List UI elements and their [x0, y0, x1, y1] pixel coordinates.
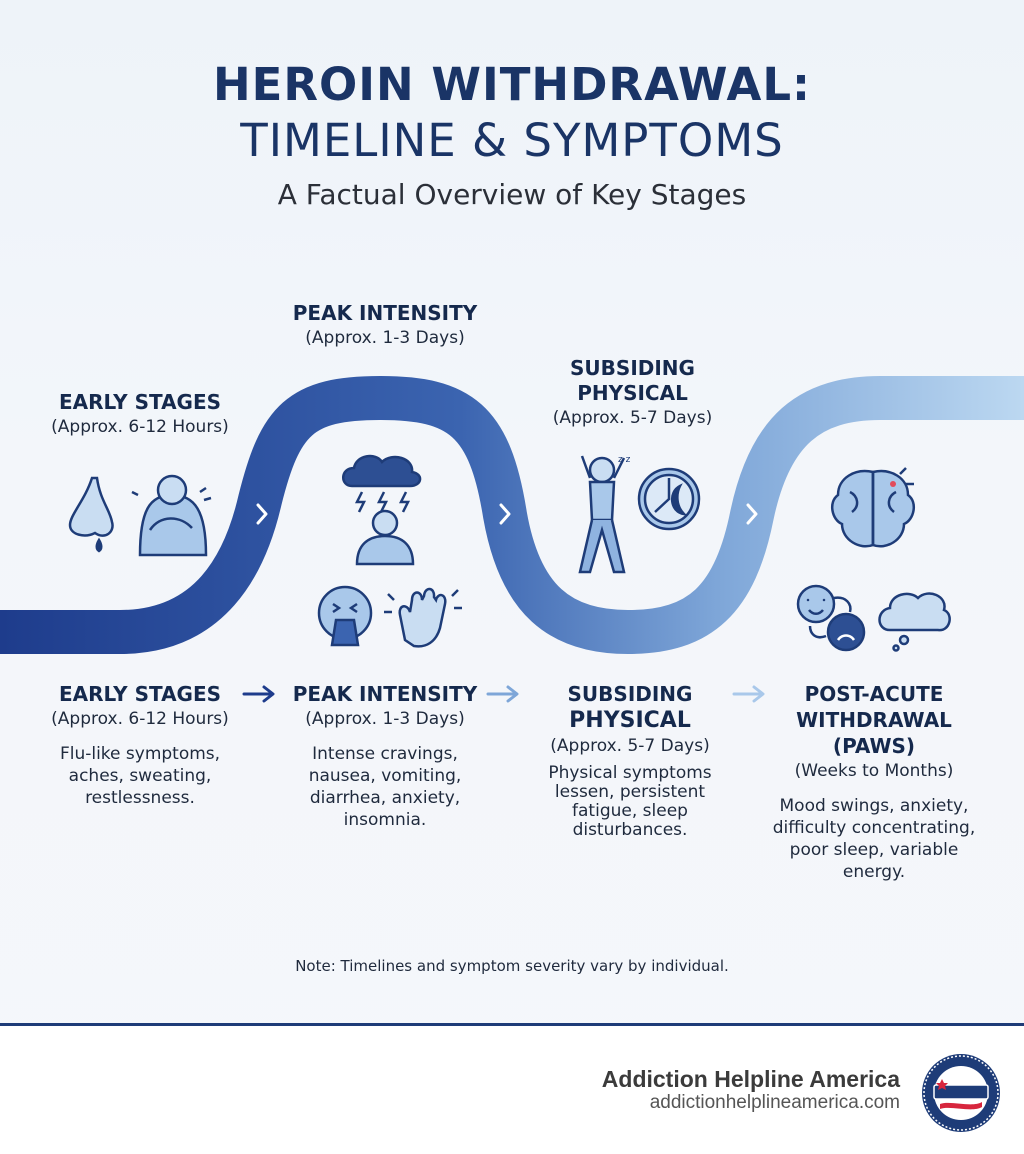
stage-paws-desc-line: difficulty concentrating,	[772, 818, 976, 838]
stage-peak-desc-line: insomnia.	[343, 810, 427, 830]
wave-label-subsiding-time: (Approx. 5-7 Days)	[552, 408, 713, 428]
timeline-wave: z z	[0, 375, 1024, 655]
svg-text:z z: z z	[618, 455, 631, 465]
stage-subsiding-title: SUBSIDING	[567, 682, 693, 706]
brain-icon	[830, 467, 916, 548]
stage-subsiding-desc-line: lessen, persistent	[554, 782, 706, 802]
wave-label-peak-title: PEAK INTENSITY	[292, 301, 478, 325]
wave-label-early: EARLY STAGES (Approx. 6-12 Hours)	[30, 390, 250, 439]
stage-subsiding-desc-line: Physical symptoms	[548, 763, 712, 783]
vomiting-face-icon	[317, 585, 373, 647]
page-title-line2: TIMELINE & SYMPTOMS	[240, 114, 784, 167]
stage-subsiding-time: (Approx. 5-7 Days)	[550, 736, 710, 756]
stage-peak-desc-line: diarrhea, anxiety,	[309, 788, 461, 808]
nose-drip-icon	[68, 476, 114, 553]
stage-early-time: (Approx. 6-12 Hours)	[51, 709, 229, 729]
stage-subsiding: SUBSIDING PHYSICAL (Approx. 5-7 Days) Ph…	[530, 681, 730, 840]
wave-label-subsiding-title1: SUBSIDING	[570, 356, 695, 380]
stage-paws-title3: (PAWS)	[832, 734, 916, 758]
footer-divider	[0, 1023, 1024, 1026]
arrow-right-icon	[486, 685, 519, 703]
stage-paws-time: (Weeks to Months)	[794, 761, 954, 781]
stage-paws: POST-ACUTE WITHDRAWAL (PAWS) (Weeks to M…	[758, 681, 990, 883]
stage-peak: PEAK INTENSITY (Approx. 1-3 Days) Intens…	[280, 681, 490, 831]
stage-early-desc-line: Flu-like symptoms,	[59, 744, 221, 764]
wave-label-peak-time: (Approx. 1-3 Days)	[305, 328, 465, 348]
wave-label-early-title: EARLY STAGES	[58, 390, 222, 414]
mood-swing-icon	[796, 584, 866, 652]
shivering-person-icon	[131, 474, 212, 557]
stage-subsiding-desc-line: disturbances.	[572, 820, 688, 840]
thought-cloud-icon	[878, 592, 951, 652]
page-subtitle: A Factual Overview of Key Stages	[277, 178, 747, 211]
stage-peak-time: (Approx. 1-3 Days)	[305, 709, 465, 729]
chevron-right-icon	[256, 503, 268, 525]
brand-logo-badge	[922, 1054, 1000, 1132]
chevron-right-icon	[746, 503, 758, 525]
page-title: HEROIN WITHDRAWAL:	[212, 58, 812, 111]
brand-url[interactable]: addictionhelplineamerica.com	[649, 1092, 900, 1113]
stage-peak-desc-line: nausea, vomiting,	[308, 766, 462, 786]
wave-label-subsiding: SUBSIDING PHYSICAL (Approx. 5-7 Days)	[530, 356, 735, 430]
chevron-right-icon	[499, 503, 511, 525]
tired-person-icon: z z	[578, 455, 631, 574]
shaking-hand-icon	[384, 587, 462, 648]
stage-subsiding-desc-line: fatigue, sleep	[572, 801, 688, 821]
stage-paws-title2: WITHDRAWAL	[796, 708, 952, 732]
wave-label-early-time: (Approx. 6-12 Hours)	[51, 417, 229, 437]
arrow-right-icon	[732, 685, 765, 703]
storm-cloud-person-icon	[342, 454, 422, 566]
stage-paws-desc-line: Mood swings, anxiety,	[779, 796, 969, 816]
stage-subsiding-title2: PHYSICAL	[569, 708, 691, 733]
wave-label-subsiding-title2: PHYSICAL	[577, 381, 688, 405]
stage-peak-title: PEAK INTENSITY	[292, 682, 478, 706]
stage-early: EARLY STAGES (Approx. 6-12 Hours) Flu-li…	[40, 681, 240, 809]
footer	[0, 1026, 1024, 1154]
wave-label-peak: PEAK INTENSITY (Approx. 1-3 Days)	[270, 301, 500, 350]
brand-name[interactable]: Addiction Helpline America	[601, 1066, 900, 1092]
footnote: Note: Timelines and symptom severity var…	[295, 957, 729, 975]
stage-paws-desc-line: poor sleep, variable	[789, 840, 959, 860]
stage-paws-desc-line: energy.	[842, 862, 906, 882]
stage-early-desc-line: restlessness.	[85, 788, 195, 808]
stage-paws-title: POST-ACUTE	[804, 682, 944, 706]
stage-peak-desc-line: Intense cravings,	[312, 744, 458, 764]
arrow-right-icon	[242, 685, 275, 703]
clock-moon-icon	[637, 467, 701, 531]
timeline-wave-band	[0, 375, 1024, 655]
stage-early-desc-line: aches, sweating,	[68, 766, 212, 786]
stage-early-title: EARLY STAGES	[58, 682, 222, 706]
